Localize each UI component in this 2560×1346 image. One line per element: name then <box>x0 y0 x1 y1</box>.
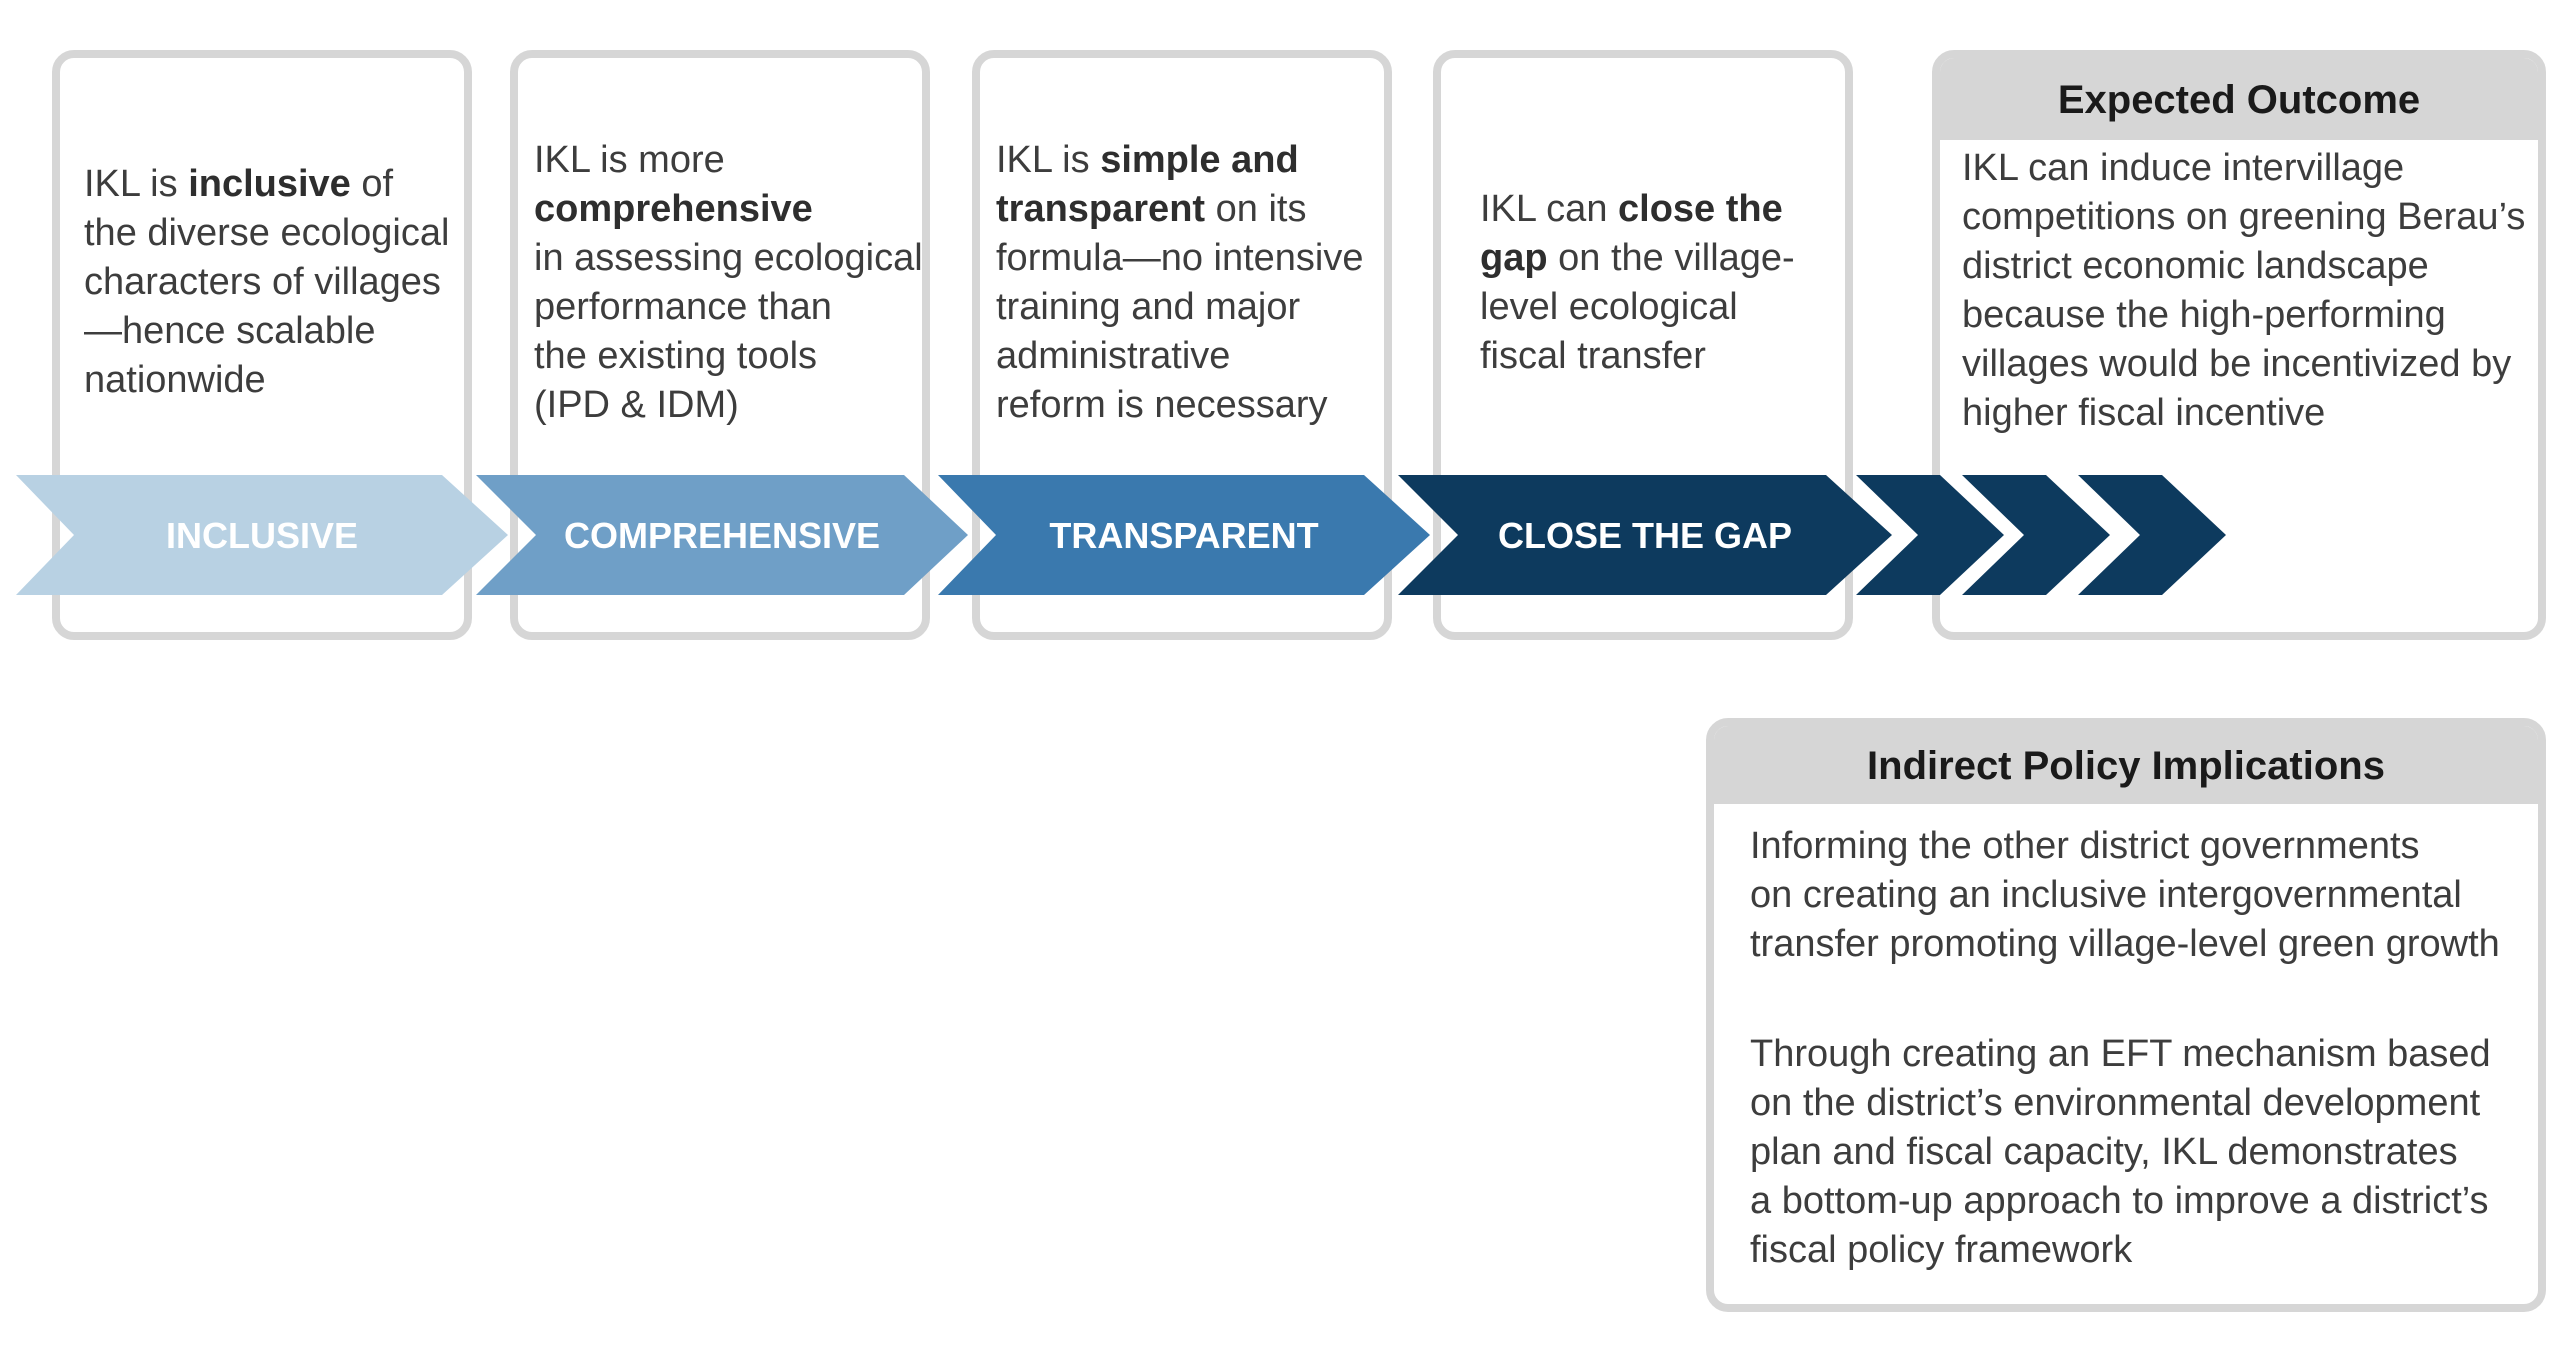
arrow-comprehensive <box>476 475 968 595</box>
expected-outcome-title: Expected Outcome <box>1940 58 2538 140</box>
stage-text-run: formula—no intensive <box>996 237 1364 279</box>
stage-text-run: reform is necessary <box>996 384 1328 426</box>
stage-text-run: in assessing ecological <box>534 237 923 279</box>
indirect-policy-paragraph-2: Through creating an EFT mechanism based … <box>1750 1030 2540 1275</box>
indirect-policy-line: fiscal policy framework <box>1750 1229 2133 1271</box>
stage-text-bold-run: close the <box>1618 188 1783 230</box>
expected-outcome-line: district economic landscape <box>1962 245 2429 287</box>
stage-text-run: characters of villages <box>84 261 441 303</box>
stage-text-run: training and major <box>996 286 1301 328</box>
arrow-label-transparent: TRANSPARENT <box>1049 515 1318 556</box>
chevron-2 <box>1962 475 2110 595</box>
indirect-policy-line: transfer promoting village-level green g… <box>1750 923 2500 965</box>
stage-text-bold-run: simple and <box>1100 139 1299 181</box>
indirect-policy-line: a bottom-up approach to improve a distri… <box>1750 1180 2489 1222</box>
stage-text-run: IKL is <box>84 163 189 205</box>
arrow-label-close-the-gap: CLOSE THE GAP <box>1498 515 1792 556</box>
stage-text-run: the diverse ecological <box>84 212 450 254</box>
stage-text-run: (IPD & IDM) <box>534 384 739 426</box>
stage-text-bold-run: gap <box>1480 237 1548 279</box>
stage-text-bold-run: transparent <box>996 188 1206 230</box>
stage-text-run: level ecological <box>1480 286 1738 328</box>
stage-text-run: on its <box>1205 188 1307 230</box>
indirect-policy-card: Indirect Policy Implications <box>1706 718 2546 1312</box>
indirect-policy-line: Informing the other district governments <box>1750 825 2420 867</box>
expected-outcome-text: IKL can induce intervillage competitions… <box>1962 144 2542 438</box>
stage-text-run: of <box>350 163 394 205</box>
stage-text-bold-run: inclusive <box>188 163 351 205</box>
expected-outcome-line: competitions on greening Berau’s <box>1962 196 2526 238</box>
indirect-policy-paragraph-1: Informing the other district governments… <box>1750 822 2540 969</box>
stage-text-run: —hence scalable <box>84 310 376 352</box>
stage-text-run: performance than <box>534 286 832 328</box>
expected-outcome-line: higher fiscal incentive <box>1962 392 2326 434</box>
stage-text-run: the existing tools <box>534 335 818 377</box>
stage-text-run: IKL is more <box>534 139 725 181</box>
arrow-inclusive <box>16 475 508 595</box>
indirect-policy-line: Through creating an EFT mechanism based <box>1750 1033 2491 1075</box>
stage-text-transparent: IKL is simple and transparent on its formu… <box>996 136 1392 430</box>
stage-text-run: fiscal transfer <box>1480 335 1706 377</box>
stage-text-comprehensive: IKL is more comprehensive in assessing eco… <box>534 136 930 430</box>
expected-outcome-line: because the high-performing <box>1962 294 2446 336</box>
chevron-1 <box>1856 475 2004 595</box>
indirect-policy-line: on the district’s environmental developm… <box>1750 1082 2481 1124</box>
stage-text-bold-run: comprehensive <box>534 188 813 230</box>
expected-outcome-line: villages would be incentivized by <box>1962 343 2512 385</box>
chevron-3 <box>2078 475 2226 595</box>
indirect-policy-title: Indirect Policy Implications <box>1714 726 2538 804</box>
stage-text-run: on the village- <box>1547 237 1795 279</box>
stage-text-run: IKL can <box>1480 188 1619 230</box>
arrow-transparent <box>938 475 1430 595</box>
stage-text-run: IKL is <box>996 139 1101 181</box>
arrow-label-comprehensive: COMPREHENSIVE <box>564 515 880 556</box>
stage-text-run: administrative <box>996 335 1231 377</box>
expected-outcome-line: IKL can induce intervillage <box>1962 147 2405 189</box>
arrow-label-inclusive: INCLUSIVE <box>166 515 358 556</box>
stage-text-close-the-gap: IKL can close the gap on the village-leve… <box>1480 185 1850 381</box>
stage-text-run: nationwide <box>84 359 266 401</box>
indirect-policy-line: on creating an inclusive intergovernment… <box>1750 874 2462 916</box>
stage-text-inclusive: IKL is inclusive of the diverse ecologica… <box>84 160 464 405</box>
arrow-close-the-gap <box>1398 475 1892 595</box>
indirect-policy-line: plan and fiscal capacity, IKL demonstrat… <box>1750 1131 2458 1173</box>
